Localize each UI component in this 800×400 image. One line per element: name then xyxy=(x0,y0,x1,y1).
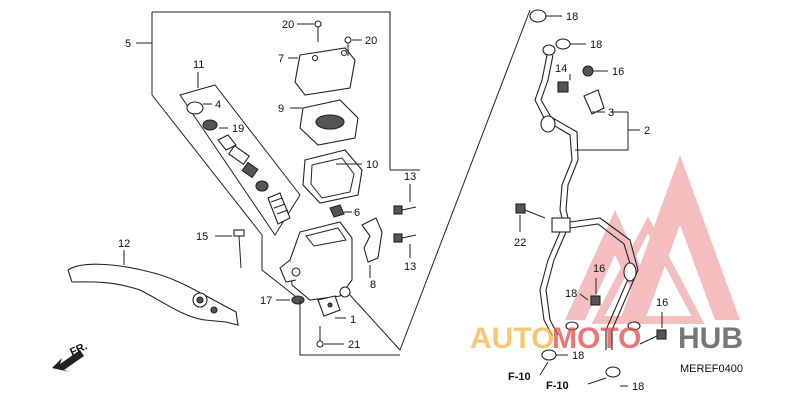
brake-lever xyxy=(67,263,239,326)
group-box-bottom xyxy=(299,300,400,356)
callout-11: 11 xyxy=(193,59,204,71)
screw-21 xyxy=(316,326,324,348)
callout-18-c: 18 xyxy=(565,288,577,300)
front-direction-arrow xyxy=(52,350,84,372)
callout-21: 21 xyxy=(348,339,360,351)
washer-17 xyxy=(291,295,305,305)
bolt-16a xyxy=(582,65,594,77)
screw-6 xyxy=(329,204,345,218)
washer-18b xyxy=(555,38,571,50)
ref-f10-right: F-10 xyxy=(546,380,569,392)
callout-13-bottom: 13 xyxy=(404,261,416,273)
fr-label: FR. xyxy=(68,340,89,358)
callout-13-top: 13 xyxy=(404,171,416,183)
screw-20a xyxy=(314,20,322,42)
callout-16-c: 16 xyxy=(656,297,668,309)
callout-19: 19 xyxy=(232,123,244,135)
callout-9: 9 xyxy=(278,103,284,115)
holder-bracket xyxy=(361,217,383,263)
watermark-hub: HUB xyxy=(678,322,743,355)
bolt-16c xyxy=(639,329,667,345)
callout-15: 15 xyxy=(196,231,208,243)
ref-f10-left: F-10 xyxy=(508,371,531,383)
bolt-13a xyxy=(393,205,417,215)
diaphragm-plate xyxy=(299,99,359,146)
watermark-auto: AUTO xyxy=(470,322,554,355)
callout-18-e: 18 xyxy=(572,350,584,362)
hose-joint xyxy=(551,217,571,233)
watermark-moto: MOTO xyxy=(552,322,641,355)
callout-6: 6 xyxy=(354,207,360,219)
callout-17: 17 xyxy=(260,295,272,307)
callout-10: 10 xyxy=(366,159,378,171)
callout-3: 3 xyxy=(608,107,614,119)
front-stop-switch xyxy=(317,295,341,317)
screw-20b xyxy=(344,36,352,56)
callout-16-b: 16 xyxy=(593,263,605,275)
callout-1: 1 xyxy=(350,314,356,326)
washer-18a xyxy=(529,9,547,23)
subassembly-box-11 xyxy=(179,84,301,236)
callout-2: 2 xyxy=(644,125,650,137)
callout-7: 7 xyxy=(278,53,284,65)
pivot-bolt xyxy=(233,229,245,269)
callout-4: 4 xyxy=(215,99,221,111)
bolt-16b xyxy=(590,295,601,306)
reservoir-cap xyxy=(294,47,356,96)
bolt-14 xyxy=(557,81,569,93)
brake-hose-upper xyxy=(534,44,579,223)
callout-5: 5 xyxy=(125,38,131,50)
bolt-13b xyxy=(393,233,417,243)
callout-20-top: 20 xyxy=(282,19,294,31)
callout-12: 12 xyxy=(118,238,130,250)
callout-8: 8 xyxy=(370,279,376,291)
diagram-code: MEREF0400 xyxy=(680,363,743,375)
callout-18-a: 18 xyxy=(566,11,578,23)
watermark-logo xyxy=(565,155,740,324)
clamp-3 xyxy=(583,89,605,115)
washer-18f xyxy=(605,366,621,378)
group-box-left-edge xyxy=(151,12,301,301)
callout-14: 14 xyxy=(555,63,567,75)
diaphragm xyxy=(302,149,363,204)
callout-16-a: 16 xyxy=(612,66,624,78)
watermark-text: AUTO MOTO HUB xyxy=(470,322,743,355)
bolt-22 xyxy=(515,203,546,219)
callout-18-b: 18 xyxy=(590,39,602,51)
washer-18c xyxy=(565,321,579,331)
callout-18-f: 18 xyxy=(632,381,644,393)
master-cylinder xyxy=(279,221,353,301)
group-box-outline xyxy=(152,11,391,170)
brake-hose-lower xyxy=(539,217,639,350)
callout-22: 22 xyxy=(514,237,526,249)
piston-kit-parts xyxy=(186,101,291,225)
washer-18d xyxy=(627,321,641,331)
callout-20-right: 20 xyxy=(365,35,377,47)
